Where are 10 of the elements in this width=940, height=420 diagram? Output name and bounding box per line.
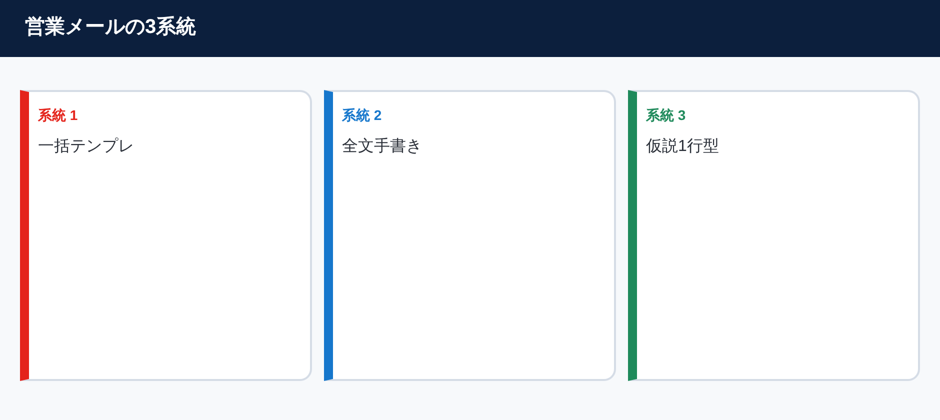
card bbox=[20, 90, 312, 381]
card-heading: 系統 2 bbox=[342, 106, 382, 125]
card-heading: 系統 1 bbox=[38, 106, 78, 125]
card-heading: 系統 3 bbox=[646, 106, 686, 125]
card bbox=[628, 90, 920, 381]
card-text: 全文手書き bbox=[342, 136, 422, 157]
page-title: 営業メールの3系統 bbox=[25, 15, 196, 40]
card bbox=[324, 90, 616, 381]
card-text: 仮説1行型 bbox=[646, 136, 719, 157]
card-text: 一括テンプレ bbox=[38, 136, 134, 157]
